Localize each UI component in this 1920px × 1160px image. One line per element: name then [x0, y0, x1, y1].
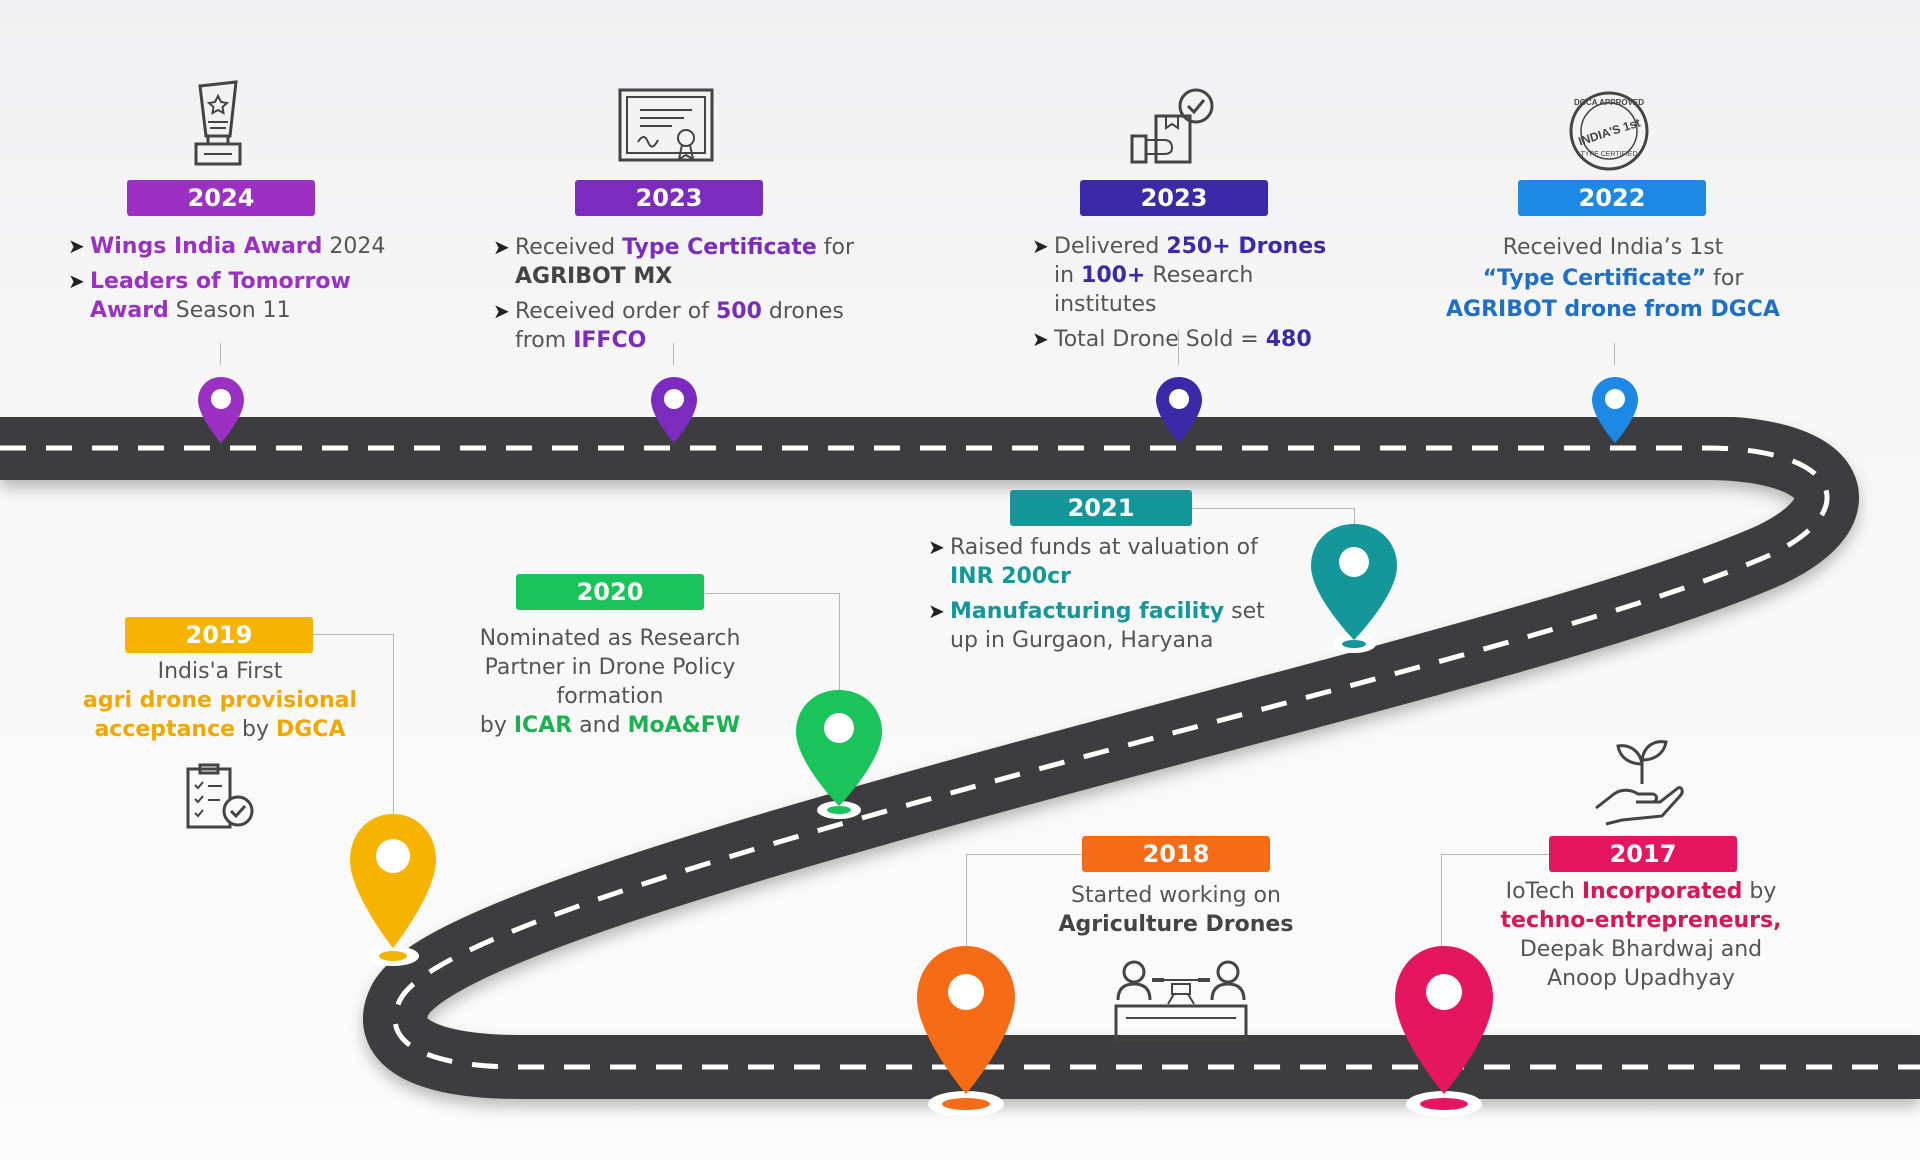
certificate-icon	[618, 88, 714, 162]
arrow-icon: ➤	[68, 269, 85, 293]
map-pin-2018	[917, 946, 1015, 1117]
clipboard-check-icon	[186, 763, 254, 829]
arrow-icon: ➤	[68, 234, 85, 258]
connector-2022	[1614, 343, 1615, 365]
hand-sprout-icon	[1595, 740, 1684, 826]
connector-2023a	[673, 343, 674, 365]
arrow-icon: ➤	[493, 235, 510, 259]
trophy-icon	[194, 80, 242, 166]
year-badge-2017: 2017	[1549, 836, 1737, 872]
arrow-icon: ➤	[493, 299, 510, 323]
milestone-2023-certificate-text: ➤Received Type Certificate for AGRIBOT M…	[493, 235, 855, 353]
map-pin-2020	[796, 690, 882, 819]
milestone-2018-text: Started working on Agriculture Drones	[1058, 883, 1294, 937]
map-pin-2021	[1311, 524, 1397, 653]
arrow-icon: ➤	[928, 535, 945, 559]
milestone-2022-text: Received India’s 1st “Type Certificate” …	[1446, 235, 1780, 322]
milestone-2023-drones-text: ➤Delivered 250+ Drones in 100+ Research …	[1032, 234, 1327, 352]
connector-2018	[966, 854, 1083, 949]
milestone-2017-text: IoTech Incorporated by techno-entreprene…	[1500, 879, 1782, 991]
arrow-icon: ➤	[928, 599, 945, 623]
milestone-2021-text: ➤Raised funds at valuation of INR 200cr …	[928, 535, 1265, 653]
drone-box-icon	[1130, 88, 1214, 164]
year-badge-2019: 2019	[125, 617, 313, 653]
milestone-2020-text: Nominated as Research Partner in Drone P…	[479, 626, 741, 738]
year-badge-2024: 2024	[127, 180, 315, 216]
map-pin-2022	[1592, 377, 1638, 443]
year-badge-2021: 2021	[1010, 490, 1192, 526]
milestone-2019-text: Indis'a First agri drone provisional acc…	[83, 659, 357, 742]
connector-2017	[1441, 854, 1550, 949]
year-badge-2023-certificate: 2023	[575, 180, 763, 216]
map-pin-2023b	[1156, 377, 1202, 443]
connector-2019	[313, 634, 394, 815]
road-center-dashes	[0, 445, 1920, 1070]
year-badge-2018: 2018	[1082, 836, 1270, 872]
connector-2024	[220, 343, 221, 365]
arrow-icon: ➤	[1032, 234, 1049, 258]
year-badge-2023-drones: 2023	[1080, 180, 1268, 216]
connector-2021	[1192, 508, 1355, 527]
connector-2023b	[1178, 330, 1179, 365]
dgca-seal-icon: DGCA APPROVED INDIA'S 1st TYPE CERTIFIED	[1569, 91, 1649, 171]
year-badge-2020: 2020	[516, 574, 704, 610]
map-pin-2023a	[651, 377, 697, 443]
year-badge-2022: 2022	[1518, 180, 1706, 216]
connector-2020	[705, 593, 840, 690]
arrow-icon: ➤	[1032, 327, 1049, 351]
svg-text:TYPE CERTIFIED: TYPE CERTIFIED	[1580, 151, 1637, 158]
map-pin-2019	[350, 814, 436, 966]
map-pin-2024	[198, 377, 244, 443]
svg-text:DGCA APPROVED: DGCA APPROVED	[1574, 98, 1644, 107]
milestone-2024-text: ➤Wings India Award 2024 ➤Leaders of Tomo…	[68, 234, 386, 323]
drone-team-icon	[1114, 960, 1248, 1042]
svg-text:INDIA'S 1st: INDIA'S 1st	[1577, 115, 1642, 148]
map-pin-2017	[1395, 946, 1493, 1117]
